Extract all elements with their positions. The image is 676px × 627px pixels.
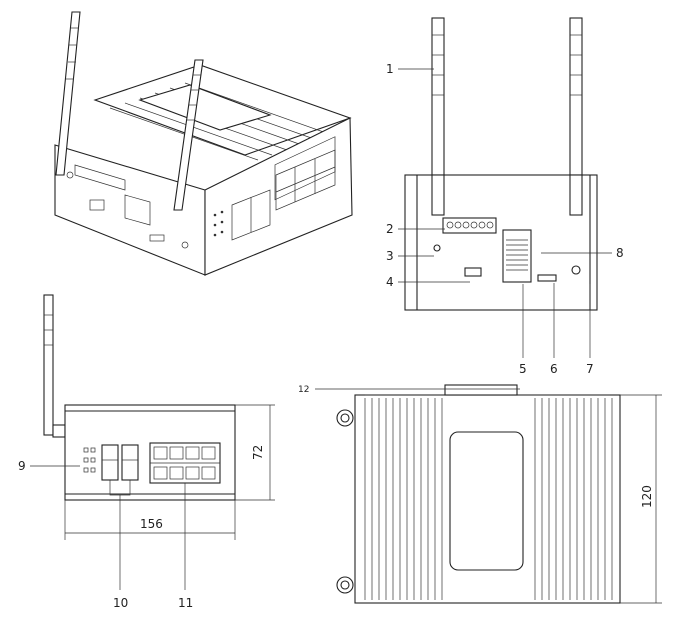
callouts-front-panel: 1 2 3 4 8 5 6 7 [386,62,624,376]
callout-10: 10 [113,596,128,610]
side-ports-view: 156 72 [43,294,275,540]
dimension-depth: 120 [640,485,654,508]
callout-3: 3 [386,249,394,263]
callout-6: 6 [550,362,558,376]
callout-8: 8 [616,246,624,260]
callout-12: 12 [298,385,309,395]
callout-9: 9 [18,459,26,473]
callouts-side-ports: 9 10 11 [18,459,193,610]
callout-2: 2 [386,222,394,236]
front-panel-view [404,17,598,311]
callout-4: 4 [386,275,394,289]
callout-12-group: 12 [298,385,520,395]
top-view: 120 [336,384,662,604]
callout-7: 7 [586,362,594,376]
callout-11: 11 [178,596,193,610]
callout-5: 5 [519,362,527,376]
dimension-height: 72 [251,445,265,460]
callout-1: 1 [386,62,394,76]
isometric-view [54,11,353,276]
dimension-width: 156 [140,517,163,531]
